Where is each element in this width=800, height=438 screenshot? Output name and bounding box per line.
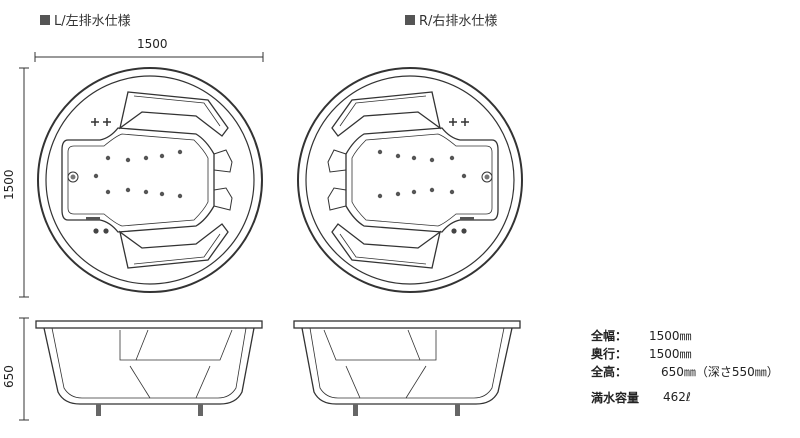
spec-value: 650㎜（深さ550㎜） <box>649 364 779 379</box>
spec-label: 全高： <box>591 364 628 379</box>
spec-height-row: 全高： 650㎜（深さ550㎜） <box>591 362 779 380</box>
right-tub-top-view <box>297 67 523 293</box>
capacity-label: 満水容量 <box>591 390 640 405</box>
square-icon <box>40 14 50 25</box>
spec-value: 1500㎜ <box>649 346 692 361</box>
right-drain-label: R/右排水仕様 <box>419 14 498 29</box>
left-tub-grille <box>86 217 100 220</box>
right-tub-grille <box>460 217 474 220</box>
left-drain-header: L/左排水仕様 <box>40 10 131 29</box>
spec-width-row: 全幅： 1500㎜ <box>591 326 779 344</box>
right-tub-drain <box>481 171 493 183</box>
left-tub-side-view <box>35 320 263 405</box>
left-tub-feet <box>96 404 203 416</box>
spec-list: 全幅： 1500㎜ 奥行： 1500㎜ 全高： 650㎜（深さ550㎜） 満水容… <box>591 326 779 406</box>
left-drain-label: L/左排水仕様 <box>54 14 131 29</box>
right-tub-feet <box>353 404 460 416</box>
spec-depth-row: 奥行： 1500㎜ <box>591 344 779 362</box>
height-dimension-line <box>19 317 29 421</box>
right-drain-header: R/右排水仕様 <box>405 10 497 29</box>
width-dimension-label: 1500 <box>137 37 168 51</box>
spec-label: 奥行： <box>591 346 628 361</box>
left-tub-controls <box>91 118 111 234</box>
width-dimension-line <box>34 52 264 62</box>
left-tub-jets <box>93 149 183 199</box>
right-tub-side-view <box>293 320 521 405</box>
capacity-value: 462ℓ <box>663 390 691 404</box>
depth-dimension-line <box>19 67 29 298</box>
right-tub-controls <box>449 118 469 234</box>
spec-capacity-row: 満水容量 462ℓ <box>591 388 779 406</box>
left-tub-top-view <box>37 67 263 293</box>
spec-label: 全幅： <box>591 328 628 343</box>
square-icon <box>405 14 415 25</box>
right-tub-jets <box>377 149 467 199</box>
spec-value: 1500㎜ <box>649 328 692 343</box>
left-tub-drain <box>67 171 79 183</box>
